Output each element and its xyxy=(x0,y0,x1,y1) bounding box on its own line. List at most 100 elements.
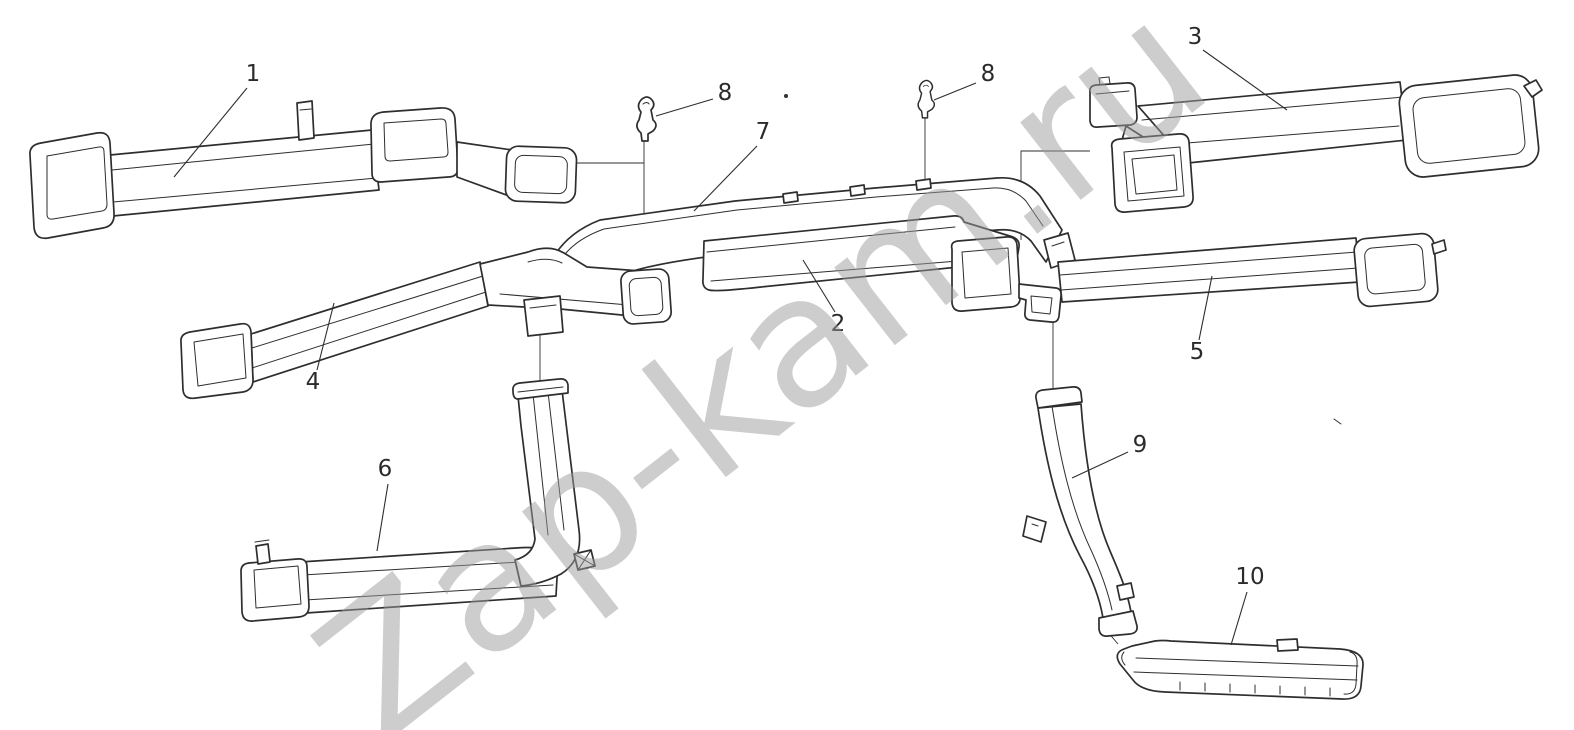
leader-7 xyxy=(693,145,758,212)
part-4-duct xyxy=(180,247,673,400)
right-arm xyxy=(456,141,513,198)
vertical-body xyxy=(514,389,581,587)
right-end-opening xyxy=(628,276,664,317)
junction-ridge xyxy=(499,293,641,307)
retainer-clip-left xyxy=(636,96,657,142)
leader-2 xyxy=(802,259,836,313)
duct-ridge xyxy=(112,177,378,203)
end-cap-line xyxy=(1343,651,1358,695)
leader-3 xyxy=(1202,49,1288,111)
connector-lower-box xyxy=(1110,133,1194,213)
part-label-4: 4 xyxy=(306,369,321,395)
duct-ridge xyxy=(706,226,956,253)
end-tab xyxy=(1431,239,1447,255)
right-flange-line xyxy=(1051,241,1065,247)
leader-8a xyxy=(655,98,714,117)
duct-ridge xyxy=(1060,267,1359,291)
connector-lower-inner xyxy=(1131,154,1178,195)
duct-ridge xyxy=(1135,657,1359,667)
lower-tab xyxy=(1116,582,1135,601)
leader-5 xyxy=(1198,275,1213,341)
top-cap-line xyxy=(517,386,564,393)
part-label-7: 7 xyxy=(756,119,771,145)
connector-lower-opening xyxy=(1123,146,1185,202)
assembly-line-clip-left xyxy=(577,140,645,216)
end-cap xyxy=(240,558,310,622)
part-10-duct xyxy=(1116,638,1364,700)
clip-seat xyxy=(915,178,932,191)
duct-ridge xyxy=(1059,251,1358,276)
end-bell-opening xyxy=(1412,88,1526,164)
part-label-8a: 8 xyxy=(718,80,733,106)
clip-seat xyxy=(849,184,866,197)
nozzle-cap xyxy=(254,539,270,543)
right-end-opening xyxy=(514,154,568,195)
right-end-cap xyxy=(504,145,578,204)
speck-dot xyxy=(784,94,788,98)
duct-ridge xyxy=(1133,671,1358,681)
end-bell xyxy=(29,131,115,240)
end-cap-opening xyxy=(253,565,302,609)
part-label-1: 1 xyxy=(246,61,261,87)
duct-ridge xyxy=(1051,405,1113,611)
top-cap xyxy=(1035,386,1083,409)
duct-ridge xyxy=(302,559,554,576)
junction-ridge xyxy=(527,258,563,264)
down-port-line xyxy=(529,304,557,309)
clip-seat xyxy=(782,191,799,204)
part-9-duct xyxy=(1022,386,1138,637)
duct-ridge xyxy=(547,391,565,531)
part-6-duct xyxy=(240,378,596,622)
end-bell-opening xyxy=(193,333,247,387)
end-hook xyxy=(1523,79,1543,98)
duct-body xyxy=(1116,639,1364,700)
leader-6 xyxy=(376,483,389,552)
part-5-duct xyxy=(950,232,1447,323)
leader-8b xyxy=(933,82,977,101)
top-box xyxy=(370,107,459,183)
duct-ridge xyxy=(556,187,1044,267)
leader-10 xyxy=(1230,591,1248,646)
duct-ridge xyxy=(304,584,554,601)
part-label-6: 6 xyxy=(378,456,393,482)
top-cap xyxy=(512,378,569,400)
leader-4 xyxy=(316,302,335,371)
duct-ridge xyxy=(532,393,549,536)
speck-mark xyxy=(1333,418,1342,425)
leader-9 xyxy=(1071,451,1129,479)
duct-ridge xyxy=(111,143,375,171)
duct-body xyxy=(250,261,489,383)
connector-opening xyxy=(961,247,1012,299)
part-label-10: 10 xyxy=(1235,564,1264,590)
down-port xyxy=(523,295,564,337)
end-bell xyxy=(180,322,254,400)
leader-1 xyxy=(173,87,248,178)
side-tab-line xyxy=(1031,523,1039,527)
part-label-5: 5 xyxy=(1190,339,1205,365)
top-tab xyxy=(1276,638,1299,652)
part-labels: 1 2 3 4 5 6 7 8 8 9 10 xyxy=(246,24,1265,590)
left-hook xyxy=(1121,651,1126,666)
duct-ridge xyxy=(251,275,484,349)
part-label-2: 2 xyxy=(831,311,846,337)
part-3-duct xyxy=(1089,74,1543,213)
mount-tab-line xyxy=(299,108,312,111)
part-label-3: 3 xyxy=(1188,24,1203,50)
side-tab xyxy=(1022,515,1047,543)
top-box-opening xyxy=(383,118,449,162)
right-end-cap xyxy=(620,268,673,325)
end-bell xyxy=(1398,74,1540,178)
connector-flange-line xyxy=(1030,295,1053,315)
duct-ridge xyxy=(1141,96,1404,121)
bottom-foot xyxy=(1098,610,1138,637)
duct-body xyxy=(109,129,380,217)
connector-notch xyxy=(1098,76,1111,86)
part-label-9: 9 xyxy=(1133,432,1148,458)
connector-top-box-line xyxy=(1095,90,1130,95)
duct-ridge xyxy=(251,291,487,369)
end-bell xyxy=(1353,232,1439,308)
vent-slots xyxy=(1179,681,1331,697)
nozzle xyxy=(255,543,271,565)
